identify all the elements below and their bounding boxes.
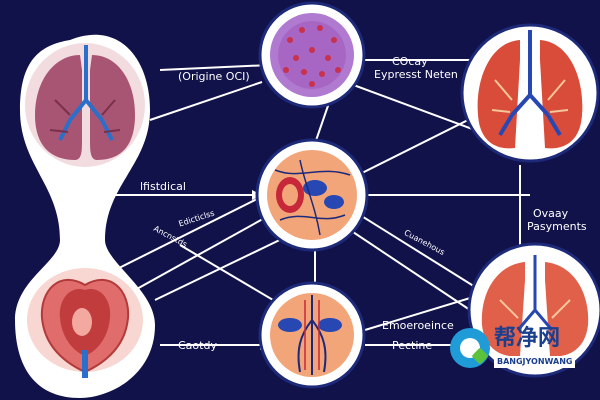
lungs-icon — [467, 242, 600, 378]
watermark-logo-icon — [450, 328, 490, 368]
label-cocay: COcay — [392, 55, 428, 68]
label-istdical: lfistdical — [140, 180, 186, 193]
label-eypresst: Eypresst Neten — [374, 68, 458, 81]
heart-icon — [27, 268, 143, 378]
label-emoeroeince: Emoeroeince — [382, 319, 454, 332]
cell-icon — [258, 1, 366, 109]
watermark: 帮净网 BANGJYONWANG — [448, 326, 584, 374]
vessel-icon — [258, 281, 366, 389]
lungs-icon — [460, 23, 600, 163]
label-pectine: Pectine — [392, 339, 433, 352]
label-pasyments: Pasyments — [527, 220, 587, 233]
label-caotdy: Caotdy — [178, 339, 217, 352]
vessel-icon — [255, 138, 369, 252]
watermark-en-text: BANGJYONWANG — [494, 356, 576, 368]
lungs-icon — [25, 43, 145, 167]
label-ovaay: Ovaay — [533, 207, 569, 220]
watermark-cn-text: 帮净网 — [494, 326, 561, 351]
label-origin: (Origine OCI) — [178, 70, 250, 83]
